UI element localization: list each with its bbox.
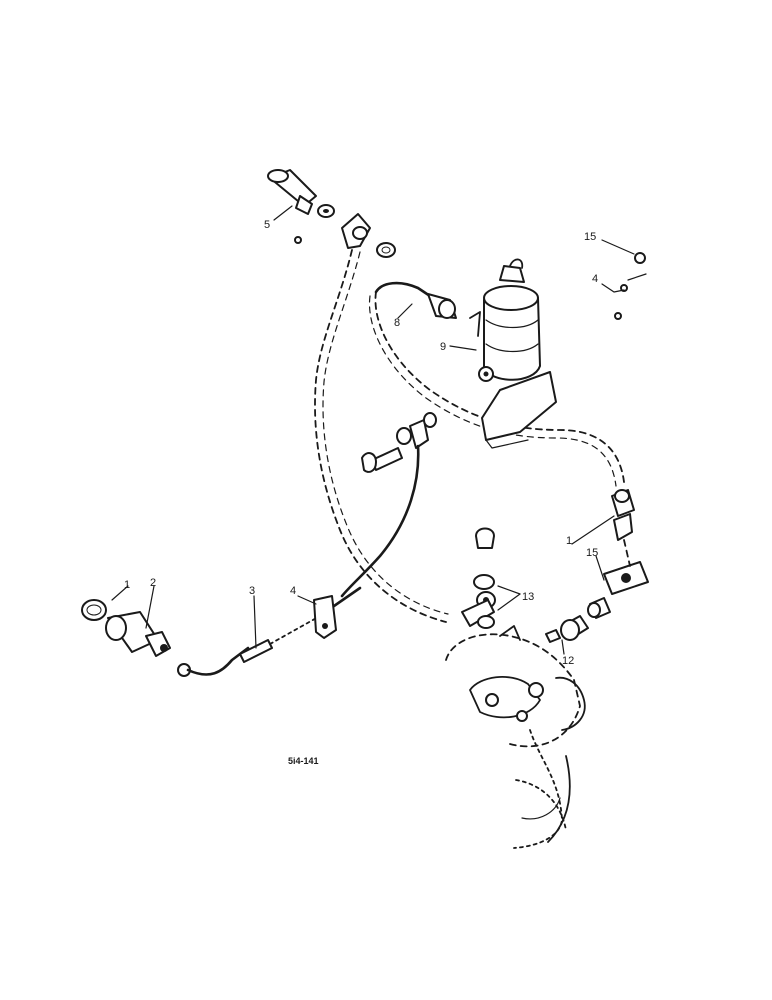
top-small-dot: [294, 236, 302, 244]
callout-4-top: 4: [592, 273, 598, 285]
top-banjo-fitting: [341, 213, 371, 249]
callouts: 1 2 3 4 5 8 9 12 13 15 4 1 15: [124, 219, 598, 667]
top-washer-right: [376, 242, 396, 258]
right-union-fitting: [587, 561, 649, 619]
callout-13: 13: [522, 591, 534, 603]
filter-inlet-pipe-dashed-2: [368, 295, 617, 487]
callout-15-top: 15: [584, 231, 596, 243]
filter-inlet-connector: [427, 293, 457, 319]
callout-2: 2: [150, 577, 156, 589]
main-dashed-pipe-inner: [322, 251, 449, 615]
pressure-sender: [105, 611, 171, 657]
main-dashed-pipe: [314, 249, 447, 623]
right-pipe-nut: [611, 489, 635, 567]
middle-banjo-fitting: [396, 412, 437, 449]
callout-8: 8: [394, 317, 400, 329]
top-right-parts: [614, 252, 647, 320]
callout-1-right: 1: [566, 535, 572, 547]
filter-inlet-pipe: [374, 281, 432, 298]
right-banjo-fitting: [461, 574, 496, 629]
figure-code: 5i4-141: [288, 756, 319, 766]
pipe-clip: [313, 586, 362, 639]
callout-4-left: 4: [290, 585, 296, 597]
middle-banjo-bolt: [361, 447, 403, 473]
right-sleeve-nut: [560, 615, 589, 641]
callout-15-right: 15: [586, 547, 598, 559]
middle-solid-pipe: [340, 444, 420, 598]
pump-housing: [445, 625, 586, 849]
right-cap-bolt: [475, 527, 495, 549]
callout-1: 1: [124, 579, 130, 591]
right-small-pin: [545, 629, 561, 643]
filter-mounting-bracket: [481, 371, 557, 449]
callout-12: 12: [562, 655, 574, 667]
fuel-filter-assembly: [469, 258, 541, 382]
leader-lines: [111, 205, 635, 655]
sender-wire: [177, 615, 321, 677]
top-washer-small: [317, 204, 335, 218]
callout-3: 3: [249, 585, 255, 597]
callout-5: 5: [264, 219, 270, 231]
left-o-ring: [81, 599, 107, 621]
top-elbow-fitting: [267, 169, 317, 215]
callout-9: 9: [440, 341, 446, 353]
